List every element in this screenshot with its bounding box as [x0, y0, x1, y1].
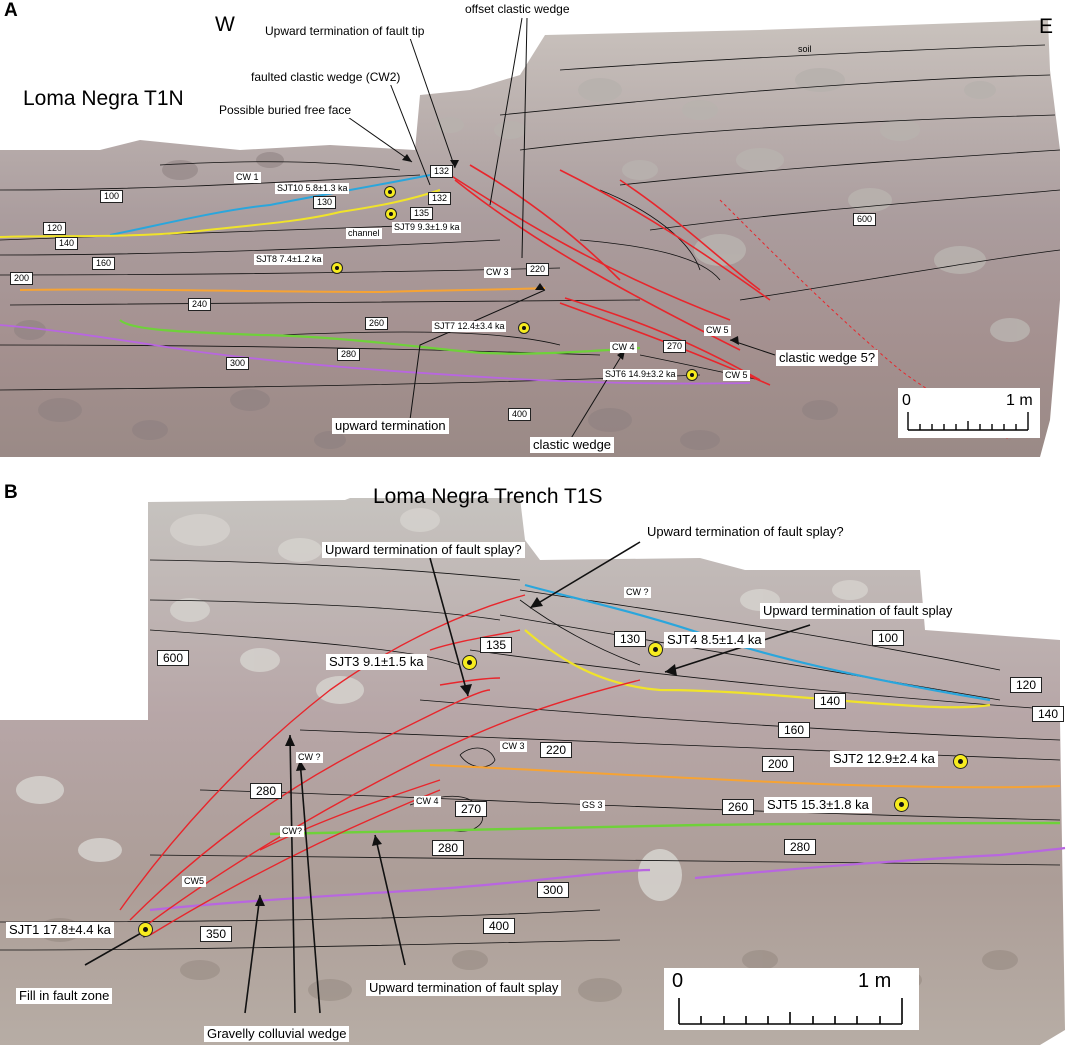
unit-label: 200: [10, 272, 34, 285]
wedge-label: CW ?: [624, 587, 651, 598]
unit-label: 140: [1032, 706, 1065, 722]
unit-label: 220: [526, 263, 550, 276]
scale-zero-label: 0: [672, 970, 684, 992]
unit-label: 280: [250, 783, 283, 799]
callout-fault-splay-q1: Upward termination of fault splay?: [322, 542, 525, 558]
callout-faulted-clastic-wedge: faulted clastic wedge (CW2): [248, 70, 404, 85]
panel-a-scale-bar: 0 1 m: [898, 388, 1040, 438]
wedge-label: CW?: [280, 826, 304, 837]
panel-b-scale-bar: 0 1 m: [664, 968, 919, 1030]
wedge-label: channel: [346, 228, 382, 239]
wedge-label: CW ?: [296, 752, 323, 763]
sample-marker-sjt1: [138, 922, 153, 937]
sample-label-sjt9: SJT9 9.3±1.9 ka: [392, 222, 462, 233]
wedge-label: CW 4: [610, 342, 637, 353]
unit-label: 140: [55, 237, 79, 250]
unit-label: 270: [455, 801, 488, 817]
unit-label: 350: [200, 926, 233, 942]
unit-label: 100: [872, 630, 905, 646]
panel-a-letter: A: [4, 0, 18, 21]
sample-label-sjt2: SJT2 12.9±2.4 ka: [830, 751, 938, 767]
unit-label: 140: [814, 693, 847, 709]
panel-b-letter: B: [4, 482, 18, 503]
unit-label: 220: [540, 742, 573, 758]
wedge-label: CW 4: [414, 796, 441, 807]
sample-label-sjt7: SJT7 12.4±3.4 ka: [432, 321, 507, 332]
unit-label: 132: [428, 192, 452, 205]
wedge-label: CW 5: [704, 325, 731, 336]
panel-a-trench-photo: [0, 17, 1061, 457]
unit-label: 130: [313, 196, 337, 209]
scale-one-label: 1 m: [1006, 392, 1033, 409]
wedge-label: CW 1: [234, 172, 261, 183]
wedge-label: CW 3: [484, 267, 511, 278]
callout-upward-termination: upward termination: [332, 418, 449, 434]
unit-label: 100: [100, 190, 124, 203]
unit-label: 120: [43, 222, 67, 235]
unit-label: 280: [337, 348, 361, 361]
unit-label: 130: [614, 631, 647, 647]
unit-label: 240: [188, 298, 212, 311]
panel-b-trench-photo: [0, 498, 1066, 1045]
callout-fill-in-fault-zone: Fill in fault zone: [16, 988, 113, 1004]
unit-label: 135: [410, 207, 434, 220]
sample-marker-sjt8: [331, 262, 343, 274]
sample-label-sjt3: SJT3 9.1±1.5 ka: [326, 654, 427, 670]
unit-label: 300: [226, 357, 250, 370]
callout-gravelly-colluvial-wedge: Gravelly colluvial wedge: [204, 1026, 350, 1042]
sample-marker-sjt3: [462, 655, 477, 670]
sample-label-sjt1: SJT1 17.8±4.4 ka: [6, 922, 114, 938]
sample-label-sjt4: SJT4 8.5±1.4 ka: [664, 632, 765, 648]
unit-label: 260: [722, 799, 755, 815]
unit-label: 400: [483, 918, 516, 934]
unit-label: 600: [853, 213, 877, 226]
unit-label: 160: [92, 257, 116, 270]
sample-label-sjt6: SJT6 14.9±3.2 ka: [603, 369, 678, 380]
callout-upward-termination-fault-tip: Upward termination of fault tip: [262, 24, 428, 39]
unit-label-soil: soil: [798, 44, 812, 54]
sample-marker-sjt2: [953, 754, 968, 769]
panel-a-east-label: E: [1039, 15, 1054, 38]
unit-label: 400: [508, 408, 532, 421]
panel-b-title: Loma Negra Trench T1S: [373, 485, 603, 508]
unit-label: 280: [784, 839, 817, 855]
scale-one-label: 1 m: [858, 970, 892, 992]
unit-label: 200: [762, 756, 795, 772]
unit-label: 135: [480, 637, 513, 653]
sample-marker-sjt6: [686, 369, 698, 381]
sample-label-sjt5: SJT5 15.3±1.8 ka: [764, 797, 872, 813]
callout-fault-splay-2: Upward termination of fault splay: [366, 980, 562, 996]
sample-label-sjt8: SJT8 7.4±1.2 ka: [254, 254, 324, 265]
sample-marker-sjt10: [384, 186, 396, 198]
panel-a-title: Loma Negra T1N: [23, 87, 184, 110]
unit-label: 300: [537, 882, 570, 898]
unit-label: 270: [663, 340, 687, 353]
unit-label: 160: [778, 722, 811, 738]
callout-fault-splay-1: Upward termination of fault splay: [760, 603, 956, 619]
callout-clastic-wedge: clastic wedge: [530, 437, 615, 453]
wedge-label: CW 3: [500, 741, 527, 752]
unit-label: 132: [430, 165, 454, 178]
callout-offset-clastic-wedge: offset clastic wedge: [462, 2, 573, 17]
panel-a-west-label: W: [215, 13, 235, 36]
unit-label: 600: [157, 650, 190, 666]
unit-label: 120: [1010, 677, 1043, 693]
unit-label: 260: [365, 317, 389, 330]
callout-possible-buried-free-face: Possible buried free face: [216, 103, 355, 118]
sample-marker-sjt9: [385, 208, 397, 220]
callout-clastic-wedge-5: clastic wedge 5?: [776, 350, 879, 366]
sample-marker-sjt7: [518, 322, 530, 334]
scale-zero-label: 0: [902, 392, 911, 409]
sample-label-sjt10: SJT10 5.8±1.3 ka: [275, 183, 350, 194]
unit-label: 280: [432, 840, 465, 856]
sample-marker-sjt5: [894, 797, 909, 812]
wedge-label: GS 3: [580, 800, 605, 811]
wedge-label: CW 5: [723, 370, 750, 381]
sample-marker-sjt4: [648, 642, 663, 657]
callout-fault-splay-q2: Upward termination of fault splay?: [644, 524, 847, 540]
wedge-label: CW5: [182, 876, 206, 887]
